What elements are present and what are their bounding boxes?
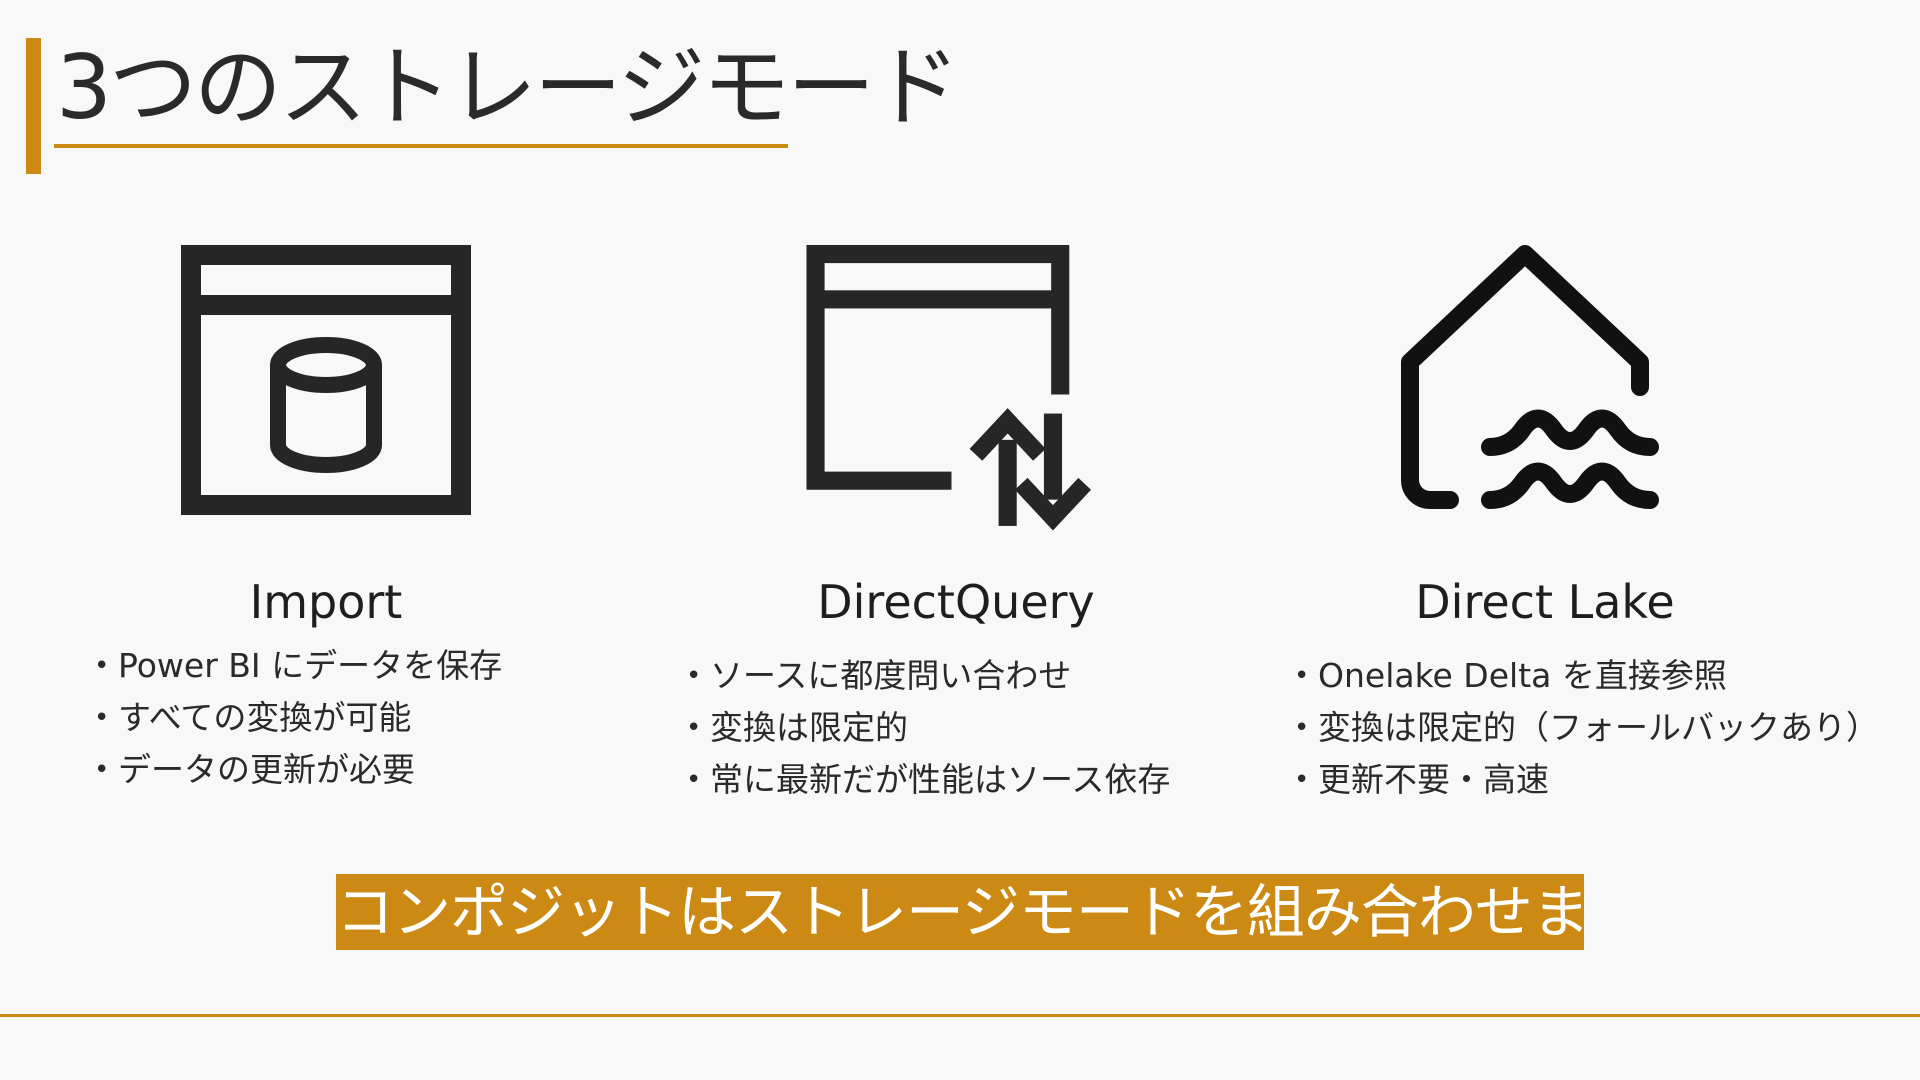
mode-title-directquery: DirectQuery <box>817 575 1095 629</box>
directquery-bullets: ソースに都度問い合わせ 変換は限定的 常に最新だが性能はソース依存 <box>686 650 1170 806</box>
title-accent-bar <box>26 38 41 174</box>
list-item: 変換は限定的（フォールバックあり） <box>1294 702 1879 754</box>
list-item: Onelake Delta を直接参照 <box>1294 650 1879 702</box>
import-bullets: Power BI にデータを保存 すべての変換が可能 データの更新が必要 <box>94 640 502 796</box>
list-item: ソースに都度問い合わせ <box>686 650 1170 702</box>
lakehouse-icon <box>1401 245 1659 509</box>
list-item: Power BI にデータを保存 <box>94 640 502 692</box>
mode-title-directlake: Direct Lake <box>1415 575 1675 629</box>
summary-banner: コンポジットはストレージモードを組み合わせます <box>336 874 1584 950</box>
mode-title-import: Import <box>249 575 403 629</box>
database-window-icon <box>181 245 471 515</box>
list-item: 変換は限定的 <box>686 702 1170 754</box>
directlake-bullets: Onelake Delta を直接参照 変換は限定的（フォールバックあり） 更新… <box>1294 650 1879 806</box>
list-item: 更新不要・高速 <box>1294 754 1879 806</box>
title-underline <box>54 144 788 148</box>
list-item: すべての変換が可能 <box>94 692 502 744</box>
slide-title: 3つのストレージモード <box>56 36 960 139</box>
list-item: 常に最新だが性能はソース依存 <box>686 754 1170 806</box>
footer-divider <box>0 1014 1920 1017</box>
list-item: データの更新が必要 <box>94 744 502 796</box>
window-sync-arrows-icon <box>806 245 1092 531</box>
